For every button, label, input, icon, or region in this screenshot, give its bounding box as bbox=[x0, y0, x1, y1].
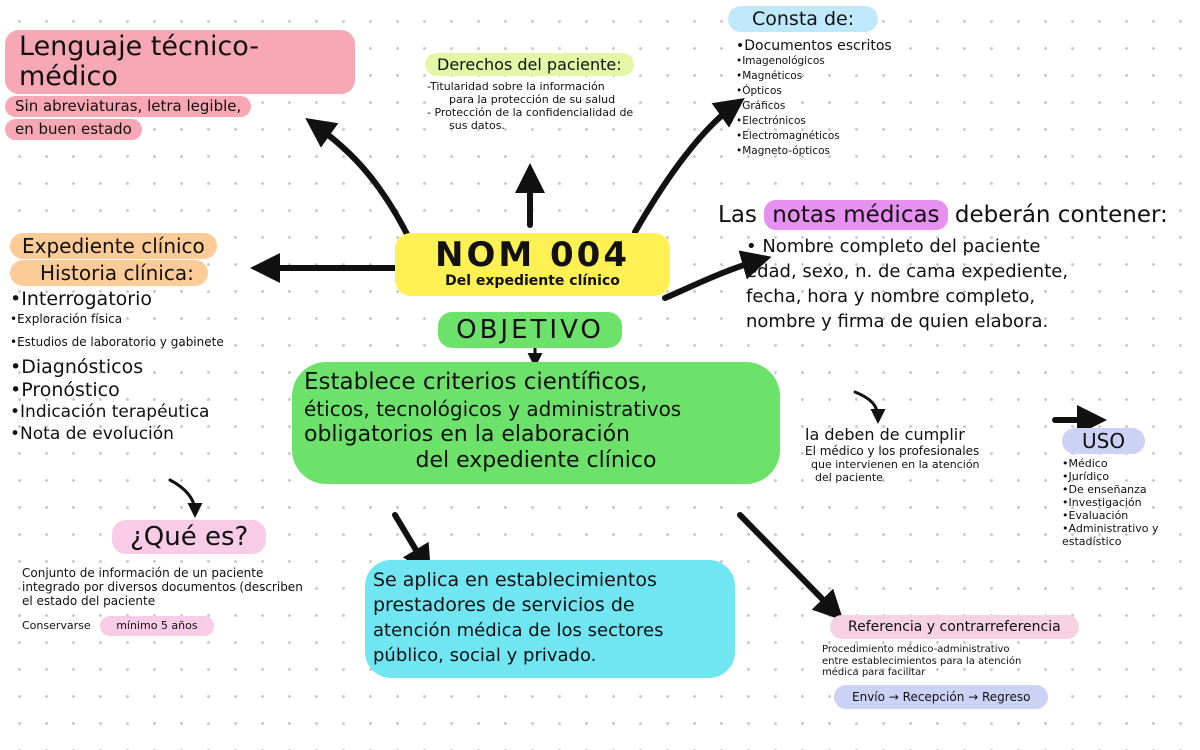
referencia-title: Referencia y contrarreferencia bbox=[830, 615, 1079, 639]
uso-title: USO bbox=[1062, 428, 1146, 454]
consta-block: Consta de: Documentos escritos Imagenoló… bbox=[728, 6, 938, 159]
consta-item: Electrónicos bbox=[736, 114, 938, 129]
consta-item: Imagenológicos bbox=[736, 54, 938, 69]
arrow-to-consta bbox=[632, 98, 745, 235]
notas-line-1: • Nombre completo del paciente bbox=[746, 236, 1041, 257]
uso-item: Evaluación bbox=[1062, 509, 1197, 522]
notas-line-3: fecha, hora y nombre completo, bbox=[746, 286, 1036, 307]
derechos-item-1: -Titularidad sobre la información bbox=[427, 80, 605, 93]
uso-block: USO Médico Jurídico De enseñanza Investi… bbox=[1062, 428, 1197, 548]
expediente-block: Expediente clínico Historia clínica: Int… bbox=[10, 233, 295, 445]
referencia-line-2: entre establecimientos para la atención bbox=[822, 655, 1022, 667]
notas-highlight: notas médicas bbox=[764, 200, 948, 230]
quees-line-1: Conjunto de información de un paciente bbox=[22, 566, 264, 580]
uso-list: Médico Jurídico De enseñanza Investigaci… bbox=[1062, 457, 1197, 548]
expediente-item: Interrogatorio bbox=[10, 288, 295, 310]
expediente-title: Expediente clínico bbox=[10, 233, 217, 259]
quees-title: ¿Qué es? bbox=[112, 520, 267, 554]
quees-line-3: el estado del paciente bbox=[22, 594, 156, 608]
objetivo-label-block: OBJETIVO bbox=[420, 312, 640, 348]
arrow-expediente-to-quees bbox=[168, 478, 203, 518]
arrow-notas-to-cumplir bbox=[853, 390, 886, 424]
consta-list: Documentos escritos Imagenológicos Magné… bbox=[728, 38, 938, 159]
expediente-item: Exploración física bbox=[10, 310, 295, 328]
lenguaje-line-1: Sin abreviaturas, letra legible, bbox=[5, 96, 252, 117]
aplica-line-1: Se aplica en establecimientos bbox=[373, 569, 657, 591]
objetivo-label: OBJETIVO bbox=[438, 312, 622, 348]
cumplir-line-4: del paciente bbox=[815, 471, 883, 484]
referencia-flow: Envío → Recepción → Regreso bbox=[834, 684, 1049, 709]
cumplir-block: la deben de cumplir El médico y los prof… bbox=[805, 425, 1050, 484]
expediente-item: Nota de evolución bbox=[10, 423, 295, 445]
derechos-item-2: para la protección de su salud bbox=[449, 93, 616, 106]
consta-title: Consta de: bbox=[728, 6, 879, 32]
aplica-block: Se aplica en establecimientos prestadore… bbox=[365, 560, 735, 678]
conservarse-value: mínimo 5 años bbox=[100, 616, 214, 636]
objetivo-line-4: del expediente clínico bbox=[415, 448, 657, 473]
quees-block: ¿Qué es? Conjunto de información de un p… bbox=[22, 520, 352, 636]
derechos-title: Derechos del paciente: bbox=[425, 53, 634, 76]
center-title: NOM 004 bbox=[434, 235, 630, 275]
expediente-list: Interrogatorio Exploración física Estudi… bbox=[10, 288, 295, 445]
referencia-block: Referencia y contrarreferencia Procedimi… bbox=[822, 615, 1097, 709]
uso-item: Investigación bbox=[1062, 496, 1197, 509]
cumplir-line-2: El médico y los profesionales bbox=[805, 444, 980, 458]
center-subtitle: Del expediente clínico bbox=[445, 273, 620, 289]
notas-line-4: nombre y firma de quien elabora. bbox=[746, 311, 1049, 332]
lenguaje-title: Lenguaje técnico-médico bbox=[5, 30, 355, 94]
quees-line-2: integrado por diversos documentos (descr… bbox=[22, 580, 303, 594]
notas-block: Las notas médicas deberán contener: • No… bbox=[718, 200, 1168, 334]
arrow-to-notas bbox=[662, 250, 772, 301]
expediente-item: Estudios de laboratorio y gabinete bbox=[10, 328, 295, 356]
notas-line-2: edad, sexo, n. de cama expediente, bbox=[746, 261, 1069, 282]
uso-item: Jurídico bbox=[1062, 470, 1197, 483]
lenguaje-block: Lenguaje técnico-médico Sin abreviaturas… bbox=[5, 30, 355, 140]
cumplir-line-3: que intervienen en la atención bbox=[811, 458, 980, 471]
derechos-item-3: - Protección de la confidencialidad de bbox=[427, 106, 634, 119]
referencia-line-3: médica para facilitar bbox=[822, 667, 926, 678]
center-block: NOM 004 Del expediente clínico bbox=[395, 233, 670, 296]
consta-item: Documentos escritos bbox=[736, 38, 938, 54]
aplica-line-3: atención médica de los sectores bbox=[373, 620, 664, 641]
consta-item: Gráficos bbox=[736, 99, 938, 114]
objetivo-text-block: Establece criterios científicos, éticos,… bbox=[292, 362, 780, 484]
uso-item: Médico bbox=[1062, 457, 1197, 470]
referencia-line-1: Procedimiento médico-administrativo bbox=[822, 644, 1010, 655]
objetivo-line-2: éticos, tecnológicos y administrativos bbox=[304, 397, 682, 421]
objetivo-line-1: Establece criterios científicos, bbox=[304, 369, 648, 395]
cumplir-line-1: la deben de cumplir bbox=[805, 425, 965, 444]
uso-item: Administrativo y estadístico bbox=[1062, 522, 1197, 548]
derechos-item-4: sus datos. bbox=[449, 119, 505, 132]
consta-item: Magnéticos bbox=[736, 69, 938, 84]
arrow-to-aplica bbox=[392, 512, 432, 576]
expediente-item: Pronóstico bbox=[10, 379, 295, 401]
lenguaje-line-2: en buen estado bbox=[5, 119, 142, 140]
objetivo-line-3: obligatorios en la elaboración bbox=[304, 422, 631, 447]
derechos-block: Derechos del paciente: -Titularidad sobr… bbox=[425, 53, 695, 132]
consta-item: Magneto-ópticos bbox=[736, 144, 938, 159]
notas-prefix: Las bbox=[718, 202, 757, 228]
aplica-line-4: público, social y privado. bbox=[373, 645, 597, 666]
notas-suffix: deberán contener: bbox=[954, 202, 1168, 228]
historia-title: Historia clínica: bbox=[10, 260, 208, 286]
aplica-line-2: prestadores de servicios de bbox=[373, 594, 635, 616]
uso-item: De enseñanza bbox=[1062, 483, 1197, 496]
arrow-to-lenguaje bbox=[305, 118, 413, 243]
arrow-to-referencia bbox=[737, 512, 844, 621]
consta-item: Electromagnéticos bbox=[736, 129, 938, 144]
expediente-item: Diagnósticos bbox=[10, 356, 295, 379]
expediente-item: Indicación terapéutica bbox=[10, 401, 295, 423]
center-highlight: NOM 004 Del expediente clínico bbox=[395, 233, 670, 296]
consta-item: Ópticos bbox=[736, 84, 938, 99]
conservarse-label: Conservarse bbox=[22, 619, 91, 632]
